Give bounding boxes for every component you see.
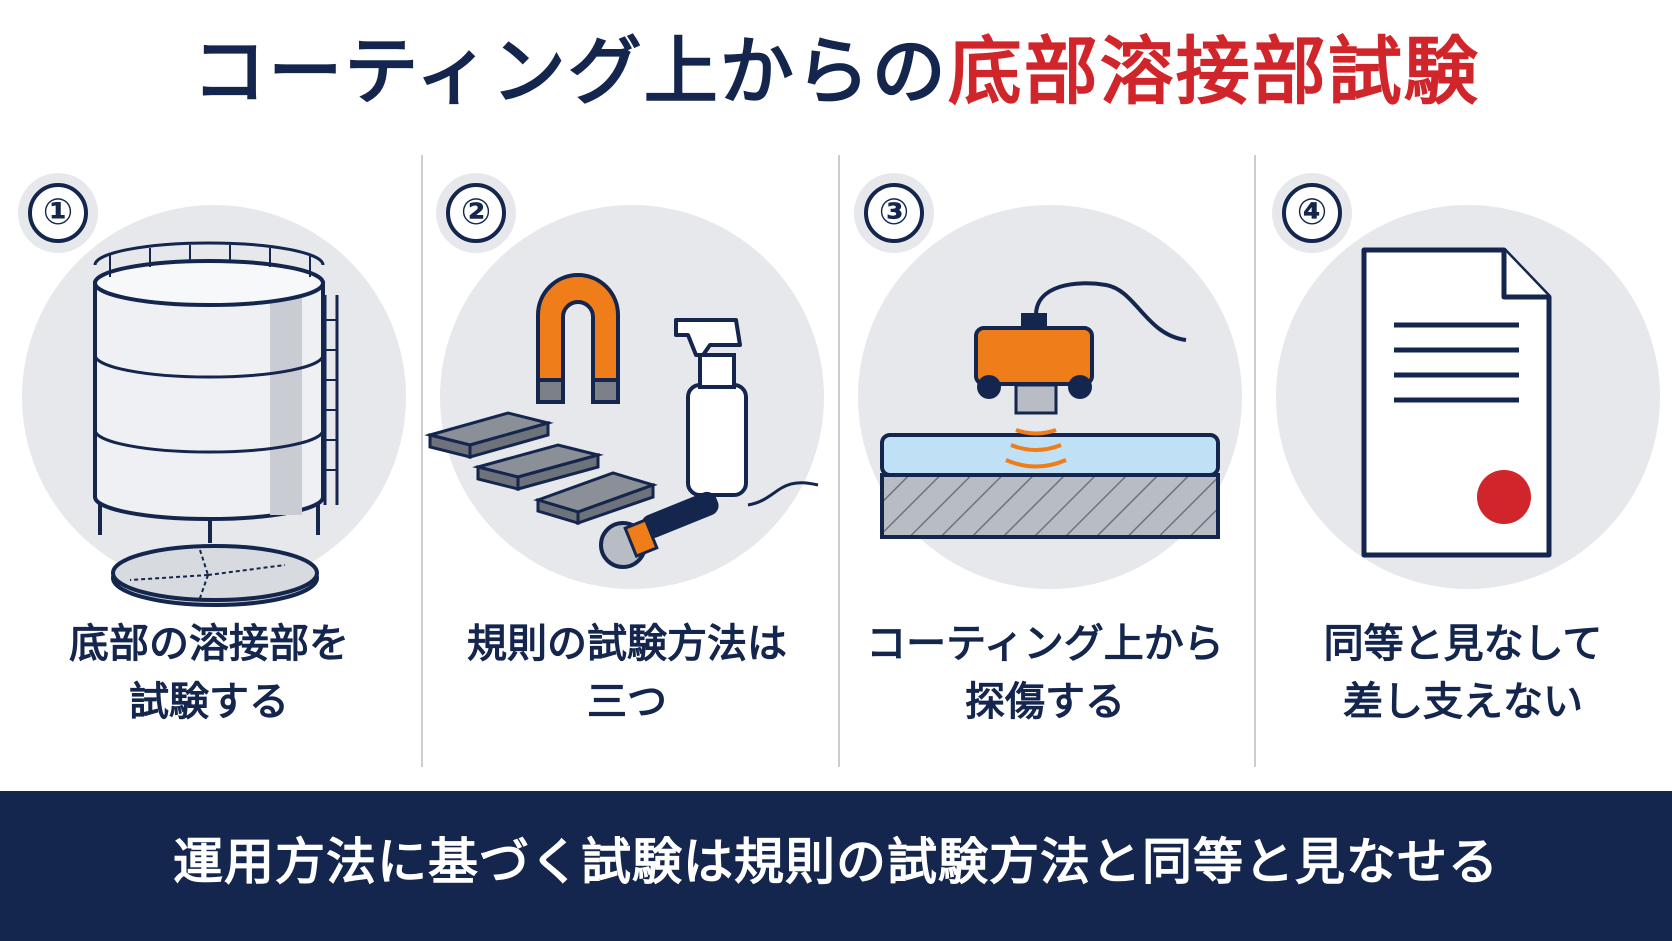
step-number-badge: ④ (1272, 173, 1352, 253)
step-caption-line-1: 規則の試験方法は (467, 621, 787, 667)
step-panel-4: ④ 同等と見なして 差し支えない (1254, 155, 1672, 767)
step-number: ① (28, 183, 88, 243)
step-caption-line-2: 差し支えない (1343, 679, 1583, 725)
step-number-badge: ① (18, 173, 98, 253)
step-number-badge: ② (436, 173, 516, 253)
step-caption: 同等と見なして 差し支えない (1264, 615, 1662, 731)
step-panel-2: ② 規則の試験方法は 三つ (418, 155, 836, 767)
step-caption: コーティング上から 探傷する (846, 615, 1244, 731)
step-number: ② (446, 183, 506, 243)
step-caption: 底部の溶接部を 試験する (10, 615, 408, 731)
step-number-badge: ③ (854, 173, 934, 253)
panel-divider (1254, 155, 1256, 767)
title-part-1: コーティング上からの (192, 29, 948, 115)
step-caption-line-2: 探傷する (965, 679, 1125, 725)
panel-divider (838, 155, 840, 767)
step-number: ④ (1282, 183, 1342, 243)
title-part-2: 底部溶接部試験 (947, 29, 1480, 115)
storage-tank-icon (93, 241, 339, 607)
panel-divider (421, 155, 423, 767)
page-title: コーティング上からの底部溶接部試験 (0, 22, 1672, 122)
conclusion-text: 運用方法に基づく試験は規則の試験方法と同等と見なせる (173, 833, 1499, 891)
step-panel-3: ③ コーティング上から 探傷する (836, 155, 1254, 767)
ultrasonic-probe-icon (880, 281, 1220, 539)
steps-panels: ① 底部の溶接部を 試験する (0, 155, 1672, 767)
conclusion-banner: 運用方法に基づく試験は規則の試験方法と同等と見なせる (0, 791, 1672, 941)
step-panel-1: ① 底部の溶接部を 試験する (0, 155, 418, 767)
step-caption: 規則の試験方法は 三つ (428, 615, 826, 731)
step-caption-line-2: 試験する (129, 679, 289, 725)
step-caption-line-2: 三つ (587, 679, 667, 725)
step-caption-line-1: 同等と見なして (1323, 621, 1603, 667)
step-number: ③ (864, 183, 924, 243)
step-caption-line-1: 底部の溶接部を (69, 621, 349, 667)
step-caption-line-1: コーティング上から (866, 621, 1224, 667)
test-tools-icon (424, 273, 819, 569)
certificate-document-icon (1361, 247, 1552, 558)
